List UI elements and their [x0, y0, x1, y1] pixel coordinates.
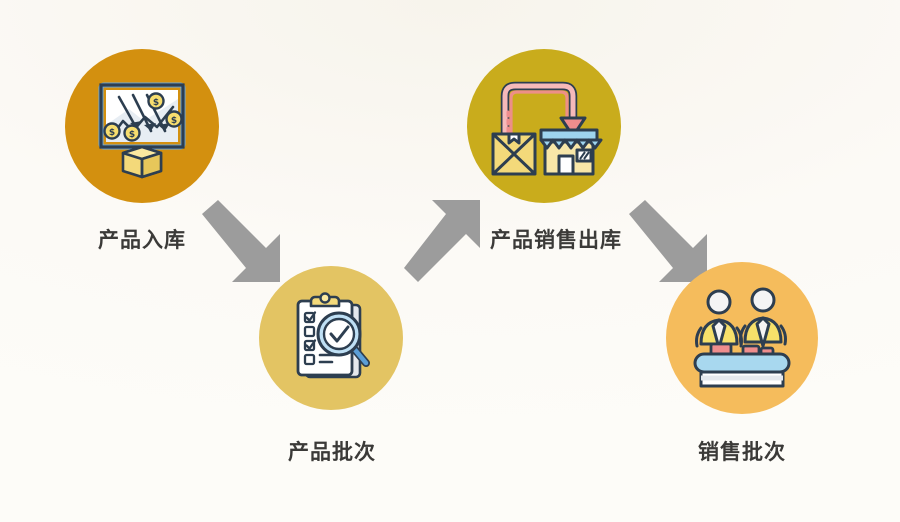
step-label-product-inbound: 产品入库	[98, 228, 186, 252]
connector-arrow-3	[625, 200, 725, 290]
step-label-product-batch: 产品批次	[288, 440, 376, 464]
step-circle-product-inbound[interactable]: $ $ $ $	[65, 49, 219, 203]
step-circle-product-batch[interactable]	[259, 266, 403, 410]
arrow-up-right-icon	[404, 200, 480, 282]
box-to-shop-arrow-icon	[491, 81, 603, 176]
step-label-sales-batch: 销售批次	[698, 440, 786, 464]
step-circle-sales-outbound[interactable]	[467, 49, 621, 203]
connector-arrow-2	[400, 200, 500, 290]
sales-counter-people-icon	[693, 287, 791, 388]
connector-arrow-1	[198, 200, 298, 290]
warehouse-chart-box-icon: $ $ $ $	[98, 82, 186, 179]
svg-text:$: $	[129, 130, 135, 140]
step-label-sales-outbound: 产品销售出库	[490, 228, 622, 252]
clipboard-checklist-magnifier-icon	[296, 292, 370, 379]
arrow-down-right-icon	[629, 200, 707, 282]
svg-text:$: $	[153, 98, 159, 108]
step-circle-sales-batch[interactable]	[666, 262, 818, 414]
svg-text:$: $	[171, 116, 177, 126]
arrow-down-right-icon	[202, 200, 280, 282]
svg-text:$: $	[109, 128, 115, 138]
